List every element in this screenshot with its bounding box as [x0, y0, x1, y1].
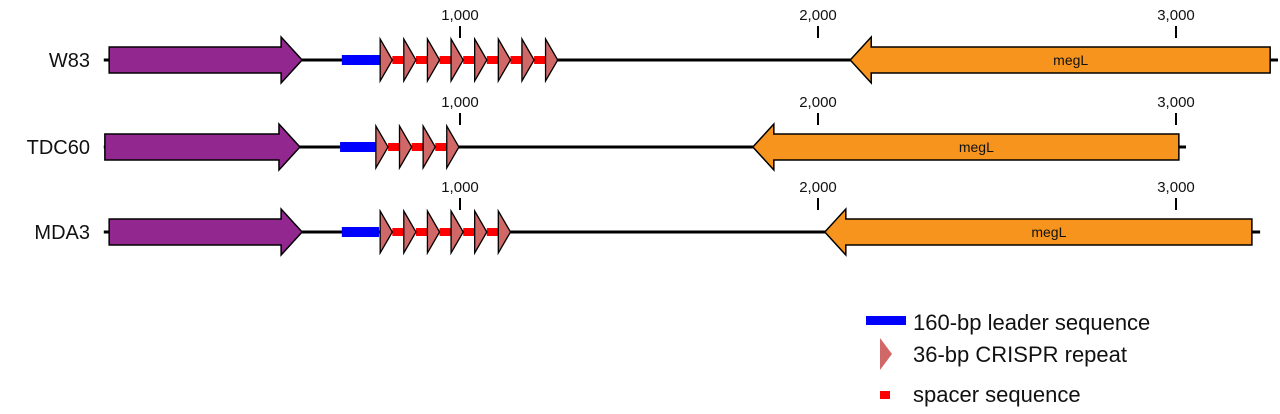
- megL-gene-label: megL: [1031, 224, 1066, 240]
- megL-gene-label: megL: [1053, 52, 1088, 68]
- scale-tick-label: 3,000: [1157, 94, 1195, 111]
- crispr-repeat: [422, 123, 437, 171]
- crispr-repeat: [398, 123, 413, 171]
- legend-spacer-label: spacer sequence: [913, 382, 1081, 407]
- upstream-gene-arrow: [108, 35, 304, 85]
- legend-leader-swatch: [866, 316, 906, 325]
- spacer-sequence: [392, 56, 404, 64]
- crispr-repeat: [426, 208, 441, 256]
- spacer-sequence: [439, 228, 452, 236]
- leader-sequence: [341, 227, 380, 237]
- crispr-repeat: [375, 123, 389, 171]
- scale-tick-label: 3,000: [1157, 7, 1195, 24]
- crispr-repeat: [426, 36, 441, 84]
- scale-tick-label: 2,000: [799, 7, 837, 24]
- spacer-sequence: [392, 228, 404, 236]
- crispr-repeat: [379, 36, 394, 84]
- strain-label: MDA3: [34, 222, 90, 244]
- scale-tick-label: 2,000: [799, 179, 837, 196]
- crispr-repeat: [379, 208, 394, 256]
- crispr-repeat: [450, 208, 464, 256]
- leader-sequence: [340, 142, 376, 152]
- megL-gene-label: megL: [959, 139, 994, 155]
- scale-tick-label: 1,000: [441, 179, 479, 196]
- megL-gene-arrow: [751, 122, 1180, 172]
- crispr-repeat: [474, 36, 488, 84]
- spacer-sequence: [388, 143, 400, 151]
- megL-gene-arrow: [849, 35, 1271, 85]
- scale-tick-label: 3,000: [1157, 179, 1195, 196]
- crispr-repeat: [497, 36, 512, 84]
- spacer-sequence: [463, 228, 475, 236]
- crispr-repeat: [521, 36, 535, 84]
- crispr-repeat: [403, 36, 417, 84]
- crispr-repeat: [446, 123, 460, 171]
- crispr-repeat: [544, 36, 559, 84]
- crispr-repeat: [403, 208, 417, 256]
- crispr-repeat: [474, 208, 488, 256]
- strain-label: W83: [49, 50, 90, 72]
- scale-tick-label: 1,000: [441, 94, 479, 111]
- spacer-sequence: [534, 56, 546, 64]
- scale-tick-label: 2,000: [799, 94, 837, 111]
- upstream-gene-arrow: [104, 122, 301, 172]
- legend: 160-bp leader sequence 36-bp CRISPR repe…: [866, 310, 1150, 407]
- spacer-sequence: [439, 56, 452, 64]
- upstream-gene-arrow: [108, 207, 304, 257]
- legend-repeat-swatch: [880, 338, 892, 370]
- legend-spacer-swatch: [880, 391, 890, 399]
- spacer-sequence: [510, 56, 522, 64]
- spacer-sequence: [486, 228, 499, 236]
- spacer-sequence: [486, 56, 499, 64]
- legend-leader-label: 160-bp leader sequence: [913, 310, 1150, 335]
- spacer-sequence: [411, 143, 424, 151]
- spacer-sequence: [463, 56, 475, 64]
- spacer-sequence: [435, 143, 447, 151]
- strain-label: TDC60: [27, 137, 90, 159]
- leader-sequence: [341, 55, 381, 65]
- crispr-repeat: [497, 208, 512, 256]
- legend-repeat-label: 36-bp CRISPR repeat: [913, 342, 1127, 367]
- megL-gene-arrow: [823, 207, 1253, 257]
- scale-tick-label: 1,000: [441, 7, 479, 24]
- crispr-repeat: [450, 36, 464, 84]
- spacer-sequence: [415, 56, 428, 64]
- spacer-sequence: [415, 228, 428, 236]
